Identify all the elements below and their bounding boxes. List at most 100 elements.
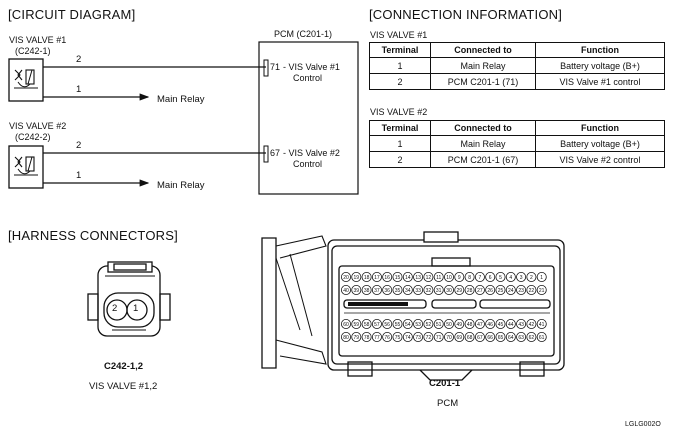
c201-pin-number: 25 bbox=[498, 288, 504, 294]
c201-pin-number: 70 bbox=[446, 335, 452, 341]
c201-pin-number: 79 bbox=[354, 335, 360, 341]
pcm-pin-67-desc: - VIS Valve #2 bbox=[283, 148, 340, 158]
c201-pin-number: 30 bbox=[446, 288, 452, 294]
c201-pin-number: 21 bbox=[539, 288, 545, 294]
c201-pin bbox=[392, 318, 403, 329]
c201-pin bbox=[413, 284, 424, 295]
c201-pin bbox=[371, 284, 382, 295]
c201-pin bbox=[505, 318, 516, 329]
c201-pin-number: 59 bbox=[354, 322, 360, 328]
c201-pin-number: 54 bbox=[405, 322, 411, 328]
c201-pin-number: 58 bbox=[364, 322, 370, 328]
c201-pin bbox=[464, 284, 475, 295]
c242-connector-drawing bbox=[87, 261, 171, 337]
valve2-main-relay-label: Main Relay bbox=[157, 180, 205, 191]
c201-pin bbox=[536, 271, 547, 282]
c201-pin-number: 57 bbox=[374, 322, 380, 328]
c201-pin-number: 5 bbox=[499, 275, 502, 281]
c201-pin bbox=[485, 284, 496, 295]
cell-function: VIS Valve #1 control bbox=[535, 73, 665, 90]
c201-pin-number: 26 bbox=[487, 288, 493, 294]
c201-pin-number: 72 bbox=[426, 335, 432, 341]
circuit-diagram-heading: [CIRCUIT DIAGRAM] bbox=[8, 7, 136, 22]
c201-pin-number: 4 bbox=[509, 275, 512, 281]
c201-pin bbox=[485, 318, 496, 329]
c201-pin-number: 60 bbox=[343, 322, 349, 328]
c201-pin bbox=[536, 331, 547, 342]
valve2-name: VIS VALVE #2 bbox=[9, 121, 67, 131]
c201-pin bbox=[516, 331, 527, 342]
c201-pin bbox=[526, 318, 537, 329]
c201-pin bbox=[505, 284, 516, 295]
c201-connector-drawing bbox=[261, 231, 565, 381]
pcm-pin-71: 71 bbox=[270, 62, 281, 72]
table-row: 2 PCM C201-1 (67) VIS Valve #2 control bbox=[369, 151, 665, 168]
vis-valve-1-symbol bbox=[8, 58, 44, 102]
c201-pin-number: 45 bbox=[498, 322, 504, 328]
c201-pin bbox=[382, 271, 393, 282]
valve2-code: (C242-2) bbox=[15, 132, 51, 142]
c201-pin bbox=[536, 284, 547, 295]
c201-pin-number: 29 bbox=[457, 288, 463, 294]
c201-pin-number: 8 bbox=[468, 275, 471, 281]
c201-pin bbox=[392, 331, 403, 342]
table-row: 1 Main Relay Battery voltage (B+) bbox=[369, 57, 665, 74]
c201-pin bbox=[495, 271, 506, 282]
c201-pin bbox=[485, 331, 496, 342]
c201-pin-number: 32 bbox=[426, 288, 432, 294]
c201-pin-number: 39 bbox=[354, 288, 360, 294]
c201-pin-number: 23 bbox=[518, 288, 524, 294]
c242-code: C242-1,2 bbox=[104, 361, 144, 372]
c201-pin bbox=[382, 318, 393, 329]
c201-pin bbox=[454, 271, 465, 282]
c201-pin bbox=[495, 331, 506, 342]
c201-pin bbox=[413, 331, 424, 342]
c201-pin bbox=[433, 271, 444, 282]
c201-pin bbox=[371, 271, 382, 282]
c201-pin bbox=[382, 284, 393, 295]
c201-pin-number: 11 bbox=[436, 275, 441, 281]
valve1-code: (C242-1) bbox=[15, 46, 51, 56]
c201-pin bbox=[340, 271, 351, 282]
c201-pin bbox=[340, 331, 351, 342]
pcm-pin-71-desc: - VIS Valve #1 bbox=[283, 62, 340, 72]
c201-pin-number: 48 bbox=[467, 322, 473, 328]
c201-pin bbox=[454, 284, 465, 295]
c201-pin bbox=[392, 284, 403, 295]
c242-caption: VIS VALVE #1,2 bbox=[89, 381, 158, 392]
c201-pin-number: 40 bbox=[343, 288, 349, 294]
c201-pin bbox=[361, 331, 372, 342]
c201-pin bbox=[464, 331, 475, 342]
c201-pin-number: 36 bbox=[384, 288, 390, 294]
valve1-name: VIS VALVE #1 bbox=[9, 35, 67, 45]
pcm-box bbox=[258, 41, 359, 195]
c201-pin-number: 14 bbox=[405, 275, 411, 281]
c201-pin-number: 67 bbox=[477, 335, 483, 341]
c201-code: C201-1 bbox=[429, 378, 461, 389]
c201-pin bbox=[351, 318, 362, 329]
col-connected-to: Connected to bbox=[430, 120, 536, 136]
c201-pin bbox=[485, 271, 496, 282]
c242-pin-2: 2 bbox=[112, 303, 118, 314]
c201-pin-number: 64 bbox=[508, 335, 514, 341]
pcm-title: PCM (C201-1) bbox=[274, 29, 333, 39]
c201-pin bbox=[536, 318, 547, 329]
c201-pin bbox=[413, 318, 424, 329]
vis-valve-2-symbol bbox=[8, 145, 44, 189]
c201-pin-number: 66 bbox=[487, 335, 493, 341]
c201-pin-number: 41 bbox=[539, 322, 545, 328]
c201-pin-number: 61 bbox=[539, 335, 545, 341]
c201-pin-number: 50 bbox=[446, 322, 452, 328]
c201-pin bbox=[526, 331, 537, 342]
cell-connected-to: PCM C201-1 (71) bbox=[430, 73, 536, 90]
c201-pin bbox=[402, 284, 413, 295]
c201-pin-number: 7 bbox=[479, 275, 482, 281]
c201-pin-number: 51 bbox=[436, 322, 442, 328]
c201-pin bbox=[423, 284, 434, 295]
c201-pin bbox=[505, 331, 516, 342]
c201-pin bbox=[495, 318, 506, 329]
c201-pin-number: 44 bbox=[508, 322, 514, 328]
c201-pin-number: 37 bbox=[374, 288, 380, 294]
c201-pin-number: 6 bbox=[489, 275, 492, 281]
